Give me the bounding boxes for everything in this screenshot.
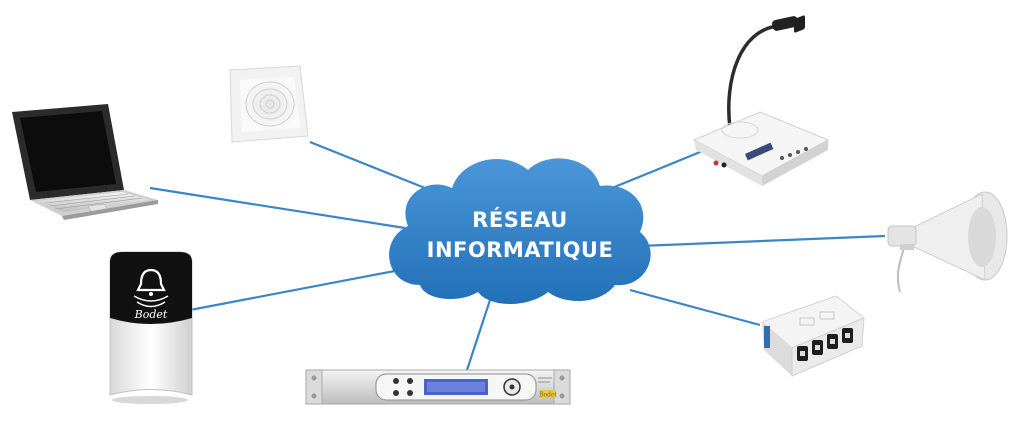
link-bell-unit: [189, 268, 401, 312]
desk-microphone-icon: [692, 16, 830, 186]
link-control-box: [629, 288, 761, 327]
laptop-icon: [12, 104, 158, 220]
network-cloud: [389, 158, 651, 304]
link-laptop: [149, 186, 406, 230]
bell-brand-label: Bodet: [134, 308, 168, 321]
rack-brand-label: Bodet: [539, 392, 557, 399]
connection-lines: [149, 140, 886, 371]
control-box-icon: [761, 15, 865, 377]
rack-unit-icon: Bodet: [305, 369, 571, 405]
network-label-line1: RÉSEAU: [472, 208, 568, 232]
network-label-line2: INFORMATIQUE: [426, 238, 614, 262]
link-horn-speaker: [639, 234, 886, 248]
ceiling-speaker-icon: [229, 65, 309, 143]
horn-speaker-icon: [887, 191, 1008, 293]
link-rack-unit: [465, 299, 492, 371]
network-label: RÉSEAU INFORMATIQUE: [405, 205, 635, 265]
link-ceiling-speaker: [309, 140, 431, 192]
bell-unit-icon: Bodet: [109, 251, 193, 404]
